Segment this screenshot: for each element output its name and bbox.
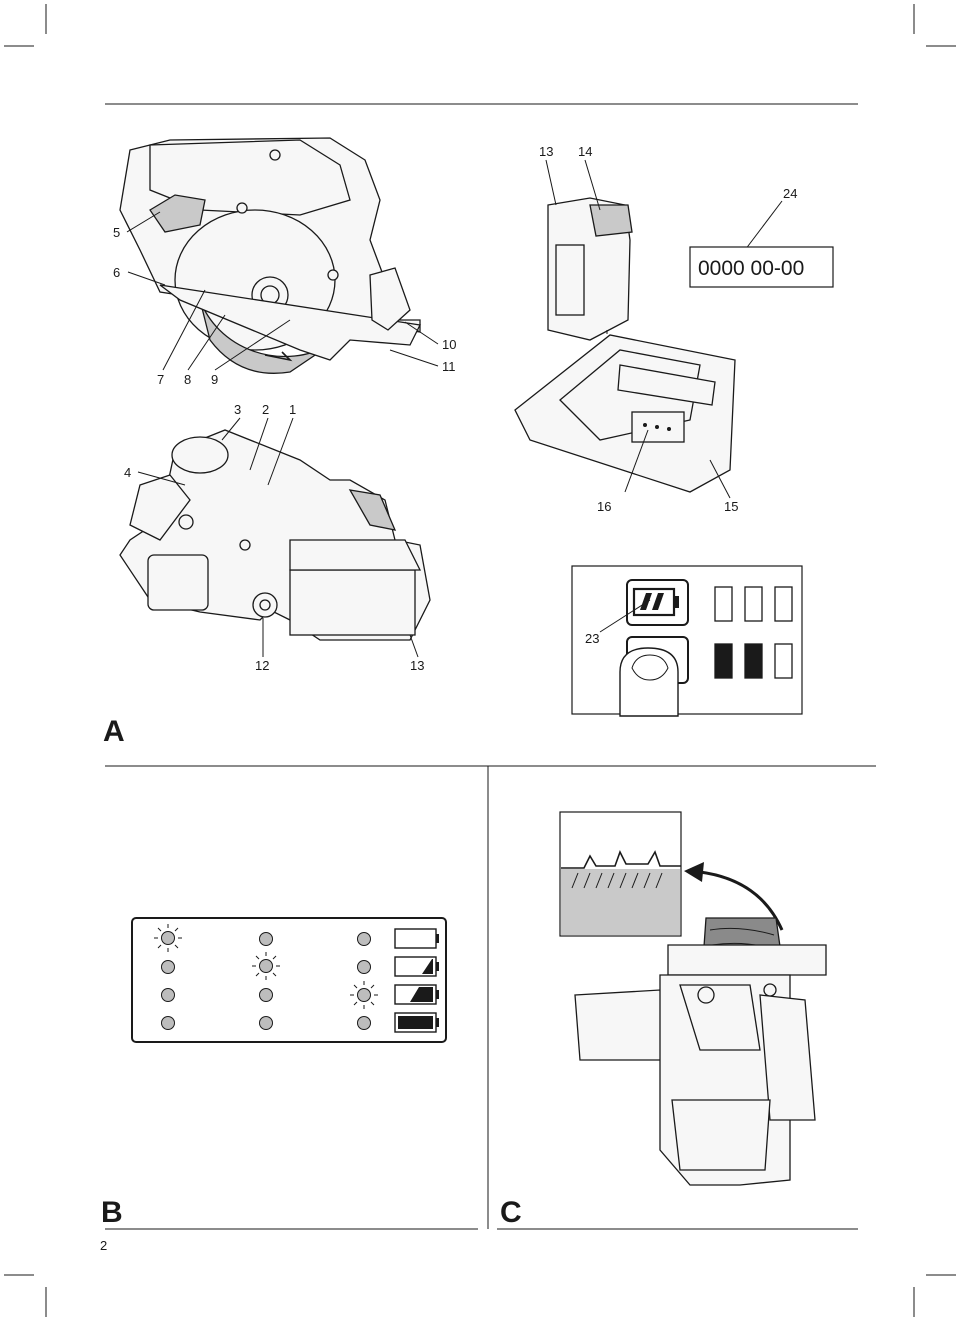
callout-11: 11: [442, 359, 456, 374]
callout-12: 12: [255, 658, 269, 673]
callout-leader-23: [599, 599, 651, 633]
led-off-icon: [357, 960, 371, 974]
led-row-2: [161, 952, 439, 980]
panel-label-b: B: [101, 1196, 123, 1229]
callout-10: 10: [442, 337, 456, 352]
battery-and-charger-illustration: [514, 197, 736, 493]
led-off-icon: [259, 932, 273, 946]
callout-1: 1: [289, 402, 296, 417]
led-off-icon: [259, 988, 273, 1002]
led-off-icon: [357, 932, 371, 946]
callout-7: 7: [157, 372, 164, 387]
callout-15: 15: [724, 499, 738, 514]
crop-marks: [4, 4, 956, 1317]
callout-leaders-charger: [545, 159, 783, 499]
callout-2: 2: [262, 402, 269, 417]
page-number: 2: [100, 1238, 107, 1253]
led-off-icon: [161, 960, 175, 974]
panel-label-c: C: [500, 1196, 522, 1229]
led-blink-icon: [252, 952, 280, 980]
fingertip-icon: [619, 647, 679, 717]
callout-6: 6: [113, 265, 120, 280]
saw-illustration-side: [119, 137, 421, 374]
led-off-icon: [161, 1016, 175, 1030]
saw-illustration-rear: [119, 429, 431, 641]
fuel-gauge-detail: [571, 565, 803, 715]
callout-13-battery: 13: [539, 144, 553, 159]
led-blink-icon: [350, 981, 378, 1009]
led-off-icon: [161, 988, 175, 1002]
blade-depth-inset: [559, 811, 682, 937]
callout-14: 14: [578, 144, 592, 159]
callout-13-saw: 13: [410, 658, 424, 673]
callout-5: 5: [113, 225, 120, 240]
callout-8: 8: [184, 372, 191, 387]
battery-level-icon: [394, 956, 439, 977]
serial-label-box: [689, 246, 834, 288]
battery-level-icon: [394, 928, 439, 949]
serial-number: 0000 00-00: [698, 257, 804, 280]
led-charge-table: [131, 917, 447, 1043]
battery-level-icon: [394, 1012, 439, 1033]
led-off-icon: [357, 1016, 371, 1030]
callout-leaders-rear-saw: [137, 417, 419, 658]
callout-16: 16: [597, 499, 611, 514]
led-blink-icon: [154, 924, 182, 952]
led-row-3: [161, 981, 439, 1009]
led-row-1: [154, 924, 439, 952]
panel-label-a: A: [103, 715, 125, 748]
battery-level-icon: [394, 984, 439, 1005]
callout-4: 4: [124, 465, 131, 480]
callout-9: 9: [211, 372, 218, 387]
callout-23: 23: [585, 631, 599, 646]
saw-front-illustration: [574, 917, 827, 1186]
led-off-icon: [259, 1016, 273, 1030]
callout-leaders-upper-saw: [126, 211, 439, 371]
callout-24: 24: [783, 186, 797, 201]
callout-3: 3: [234, 402, 241, 417]
led-row-4: [161, 1012, 439, 1033]
